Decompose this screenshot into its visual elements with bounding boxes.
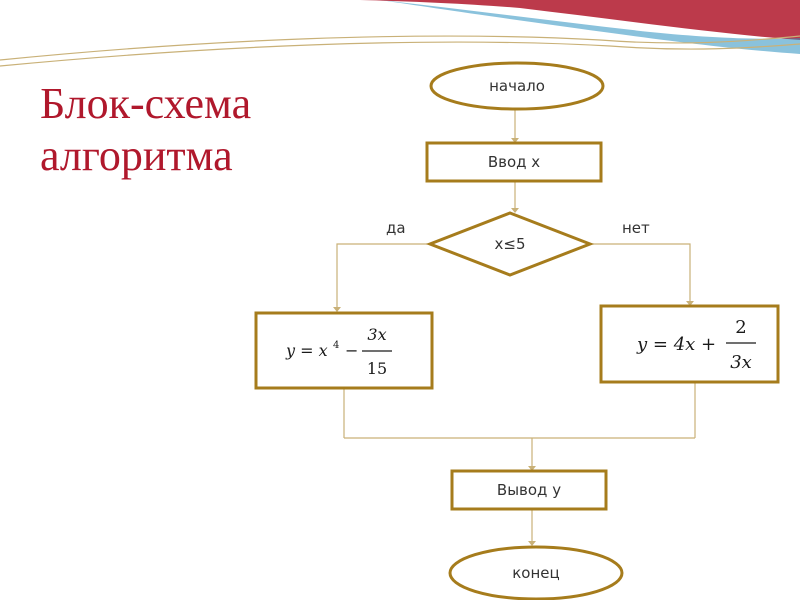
no-branch-process: y = 4x + 2 3x: [599, 304, 780, 384]
no-formula-lhs: y = 4x +: [636, 334, 716, 355]
no-label: нет: [622, 219, 650, 237]
start-label: начало: [489, 77, 545, 95]
output-label: Вывод y: [497, 481, 561, 499]
input-node: Ввод x: [425, 141, 603, 183]
no-formula-denominator: 3x: [730, 352, 752, 373]
condition-node: x≤5: [425, 211, 595, 277]
yes-formula-lhs: y = x: [285, 341, 328, 360]
yes-formula-exponent: 4: [333, 340, 339, 351]
connectors: [333, 108, 696, 546]
slide-title: Блок-схема алгоритма: [40, 78, 251, 182]
title-line-1: Блок-схема: [40, 79, 252, 128]
yes-branch-process: y = x 4 − 3x 15: [254, 311, 434, 390]
no-formula-numerator: 2: [735, 317, 746, 338]
end-label: конец: [512, 564, 559, 582]
condition-label: x≤5: [495, 235, 526, 253]
start-node: начало: [429, 61, 605, 111]
yes-label: да: [386, 219, 406, 237]
input-label: Ввод x: [488, 153, 540, 171]
yes-formula-operator: −: [345, 341, 358, 360]
title-line-2: алгоритма: [40, 131, 233, 180]
yes-formula-denominator: 15: [367, 359, 387, 378]
output-node: Вывод y: [450, 469, 608, 511]
end-node: конец: [448, 545, 624, 600]
yes-formula-numerator: 3x: [367, 325, 386, 344]
